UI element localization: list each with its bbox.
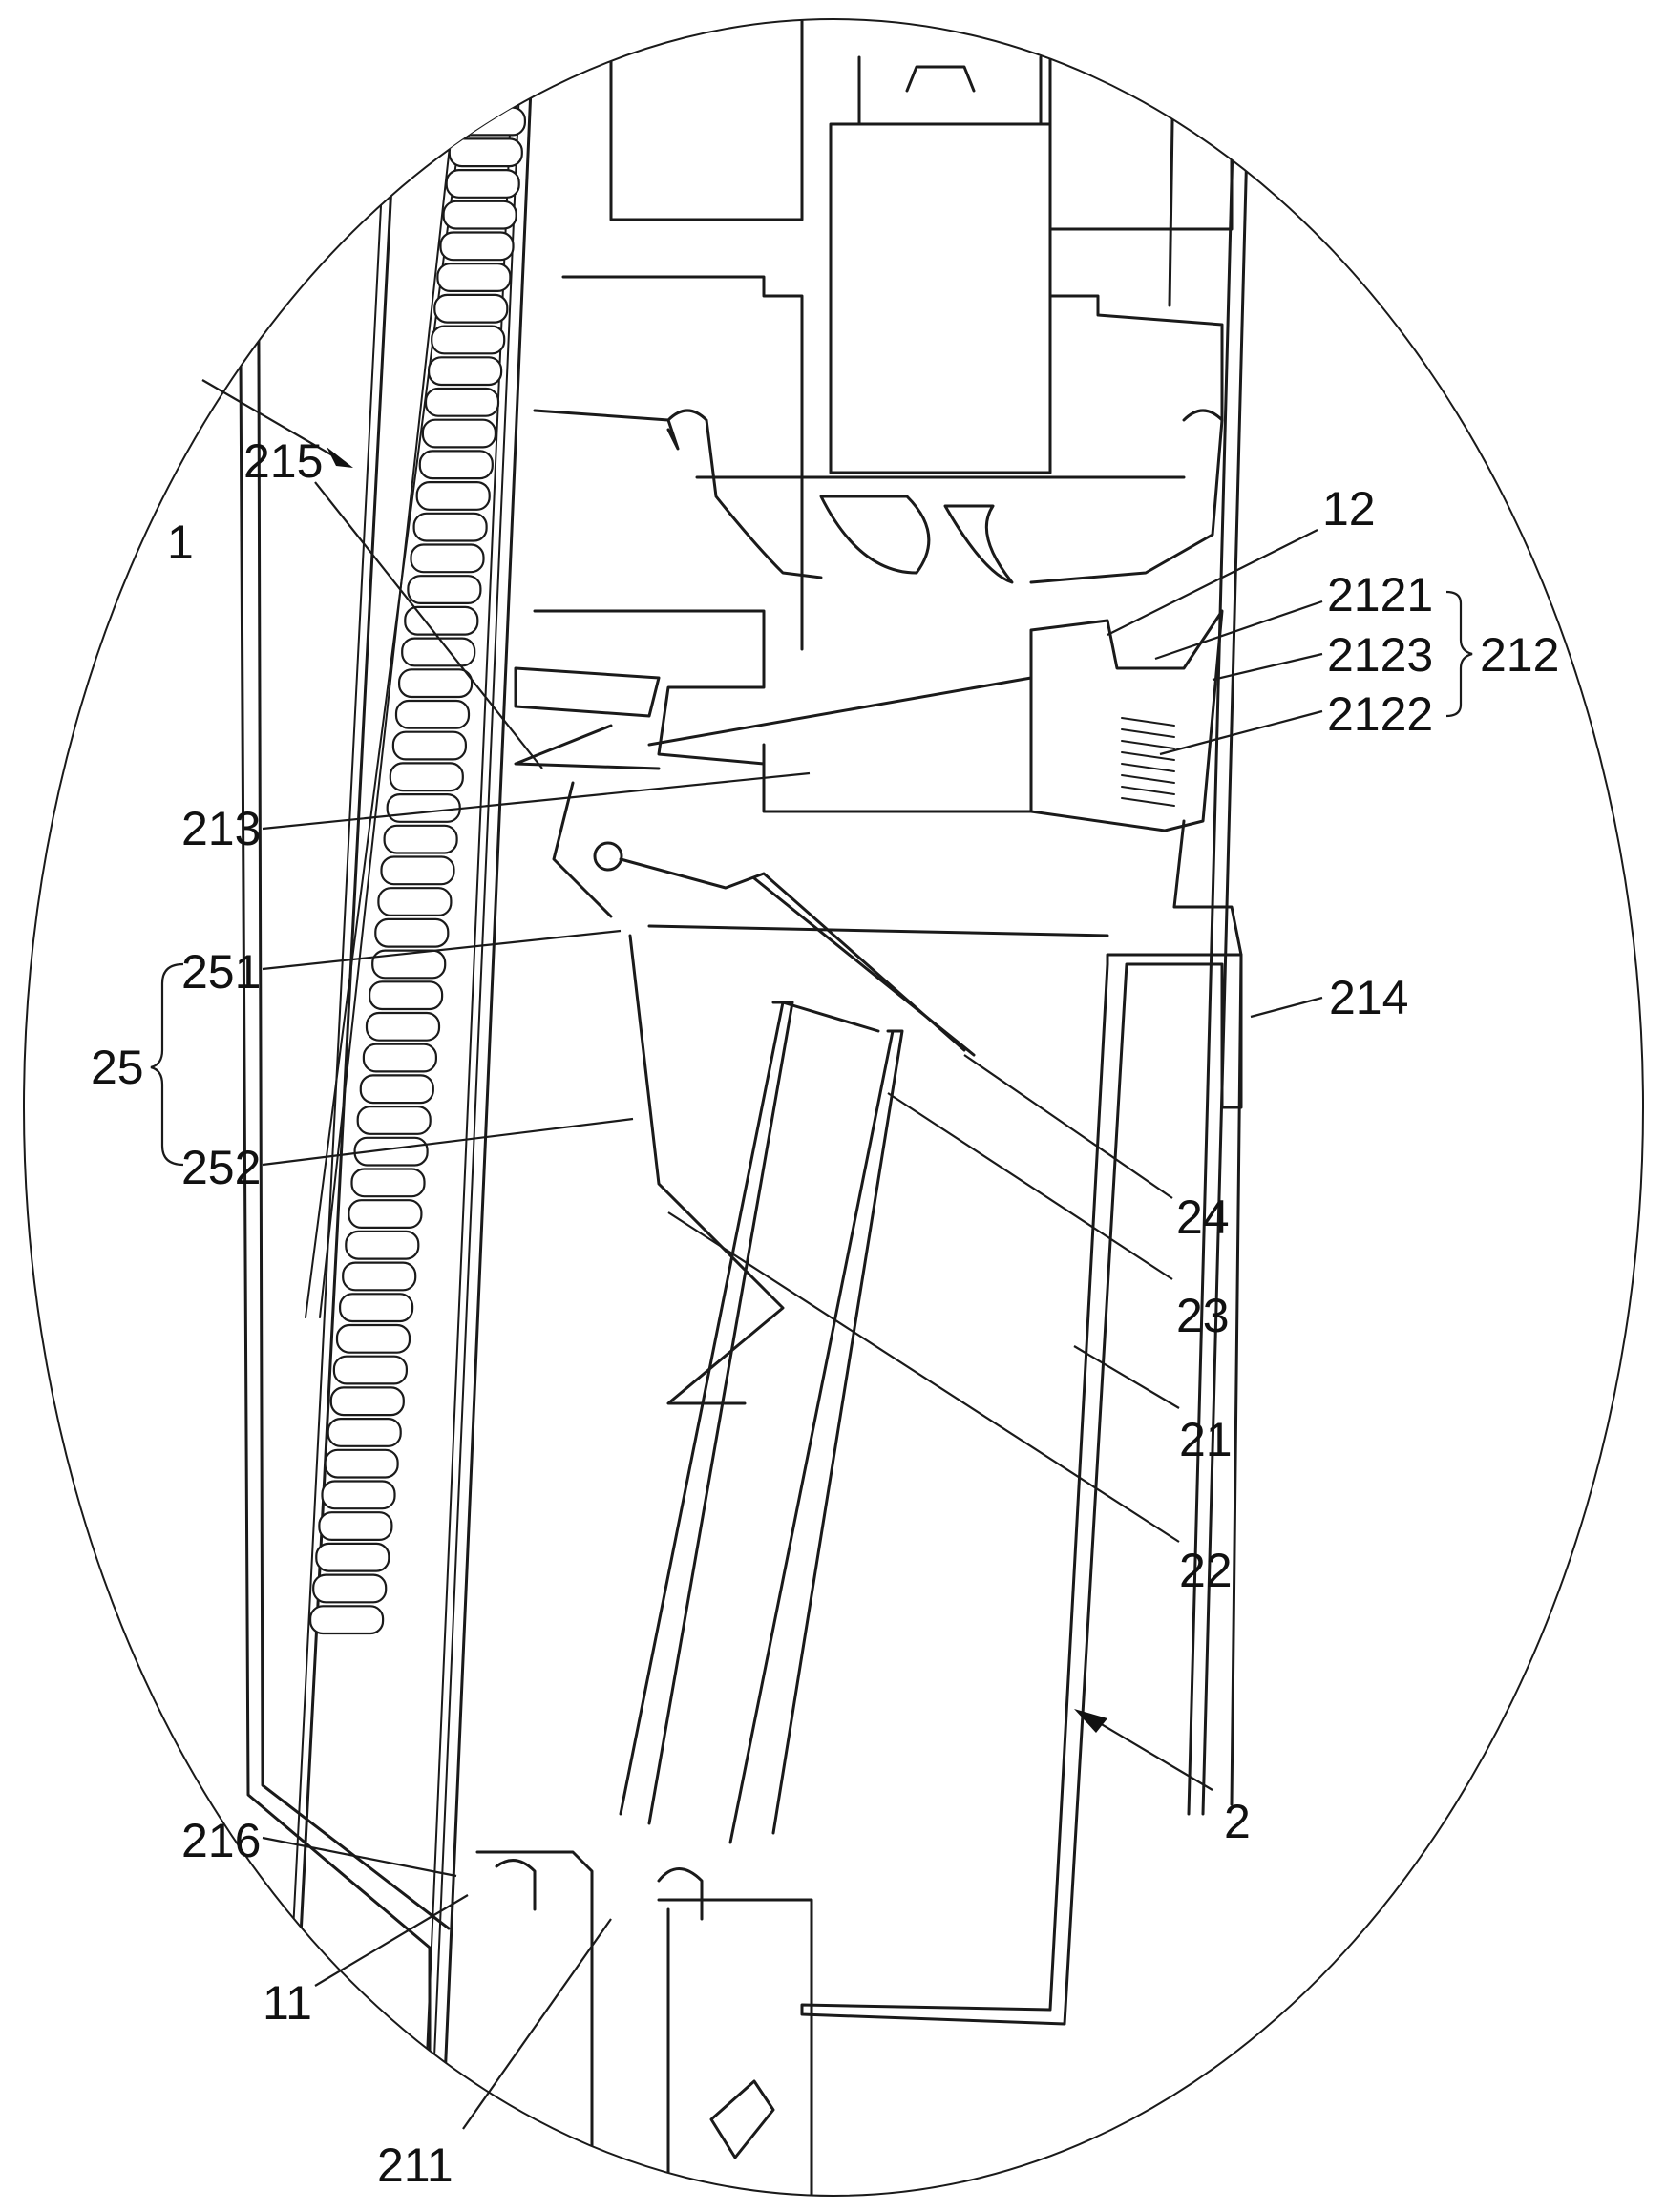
spring-coil-turn — [412, 512, 488, 542]
spring-coil-turn — [309, 1605, 385, 1635]
spring-coil-turn — [404, 605, 479, 636]
detail-view-outline — [23, 18, 1644, 2197]
spring-coil-turn — [353, 1136, 429, 1167]
spring-coil-turn — [448, 137, 523, 168]
spring-coil-turn — [407, 575, 482, 605]
spring-coil-turn — [389, 762, 464, 792]
label-214: 214 — [1329, 971, 1408, 1024]
spring-coil-turn — [332, 1355, 408, 1385]
leader-lines — [150, 379, 1473, 2130]
mid-block — [514, 609, 1243, 1806]
spring-coil-turn — [362, 1043, 437, 1073]
label-21: 21 — [1179, 1413, 1233, 1466]
spring-coil-turn — [321, 1480, 396, 1510]
spring-coil-turn — [431, 325, 506, 355]
spring-coil-turn — [394, 699, 471, 729]
spring-coil-turn — [398, 668, 474, 699]
spring-coil-turn — [445, 169, 520, 199]
spring-coil-turn — [312, 1573, 388, 1604]
spring-coil-turn — [318, 1511, 393, 1541]
spring-coil-turn — [339, 1293, 414, 1323]
spring-coil-turn — [324, 1448, 399, 1479]
spring-coil-turn — [377, 887, 453, 917]
spring-coil-turn — [356, 1105, 432, 1135]
spring-coil-turn — [421, 418, 496, 449]
label-2: 2 — [1224, 1795, 1251, 1848]
slide-member — [628, 924, 1243, 2026]
spring-coil-turn — [451, 106, 526, 137]
spring-coil-turn — [342, 1261, 417, 1292]
spring-coil-turn — [383, 824, 458, 854]
label-216: 216 — [181, 1814, 261, 1867]
small-spring-turn — [1121, 740, 1175, 749]
small-spring-turn — [1121, 763, 1175, 772]
label-211: 211 — [377, 2138, 453, 2192]
small-spring-turn — [1121, 786, 1175, 795]
spring-coil-turn — [410, 543, 485, 574]
spring-coil-turn — [335, 1323, 411, 1354]
mechanism-drawing — [237, 19, 1253, 2196]
spring-coil-turn — [369, 980, 444, 1011]
spring-coil-turn — [391, 730, 467, 761]
small-spring-turn — [1121, 797, 1175, 807]
label-2121: 2121 — [1327, 568, 1433, 621]
label-11: 11 — [263, 1976, 312, 2030]
label-2123: 2123 — [1327, 628, 1433, 682]
spring-coil-turn — [327, 1417, 402, 1447]
spring-coil-turn — [436, 263, 512, 293]
spring-coil-turn — [386, 792, 461, 823]
spring-coil-turn — [359, 1074, 434, 1105]
label-213: 213 — [181, 802, 261, 855]
spring-coil-turn — [424, 387, 500, 417]
spring-coil-turn — [442, 200, 517, 230]
label-25: 25 — [91, 1041, 144, 1094]
latch-arm — [619, 1001, 904, 1844]
label-24: 24 — [1176, 1190, 1230, 1244]
small-spring-turn — [1121, 728, 1175, 738]
spring-coil-turn — [380, 855, 455, 886]
label-212: 212 — [1480, 628, 1559, 682]
label-12: 12 — [1322, 482, 1376, 536]
spring-coil-turn — [315, 1542, 390, 1572]
top-housing — [533, 19, 1253, 1816]
small-spring-turn — [1121, 751, 1175, 761]
spring-coil-turn — [348, 1199, 423, 1229]
small-spring-turn — [1121, 774, 1175, 784]
reference-labels: 1 215 12 2121 2123 2122 212 213 251 25 2… — [91, 434, 1559, 2192]
label-1: 1 — [167, 516, 194, 569]
spring-coil-turn — [345, 1230, 420, 1260]
label-23: 23 — [1176, 1289, 1230, 1342]
spring-coil-turn — [350, 1168, 426, 1198]
spring-coil-turn — [433, 293, 509, 324]
label-215: 215 — [243, 434, 323, 488]
spring-coil-turn — [418, 450, 494, 480]
label-22: 22 — [1179, 1544, 1233, 1597]
spring-coil-turn — [428, 356, 503, 387]
spring-coil-turn — [415, 481, 491, 511]
label-2122: 2122 — [1327, 687, 1433, 741]
spring-coil-turn — [329, 1386, 405, 1417]
spring-coil-turn — [365, 1011, 441, 1042]
compression-spring — [1121, 717, 1175, 807]
small-spring-turn — [1121, 717, 1175, 727]
spring-coil-turn — [439, 231, 515, 262]
bottom-chassis — [237, 19, 813, 2196]
spring-coil-turn — [374, 917, 450, 948]
label-252: 252 — [181, 1141, 261, 1194]
spring-coil-turn — [371, 949, 447, 980]
spring-coil-turn — [453, 74, 530, 105]
spring-coil-turn — [401, 637, 476, 667]
coil-spring — [309, 74, 530, 1635]
label-251: 251 — [181, 945, 261, 999]
